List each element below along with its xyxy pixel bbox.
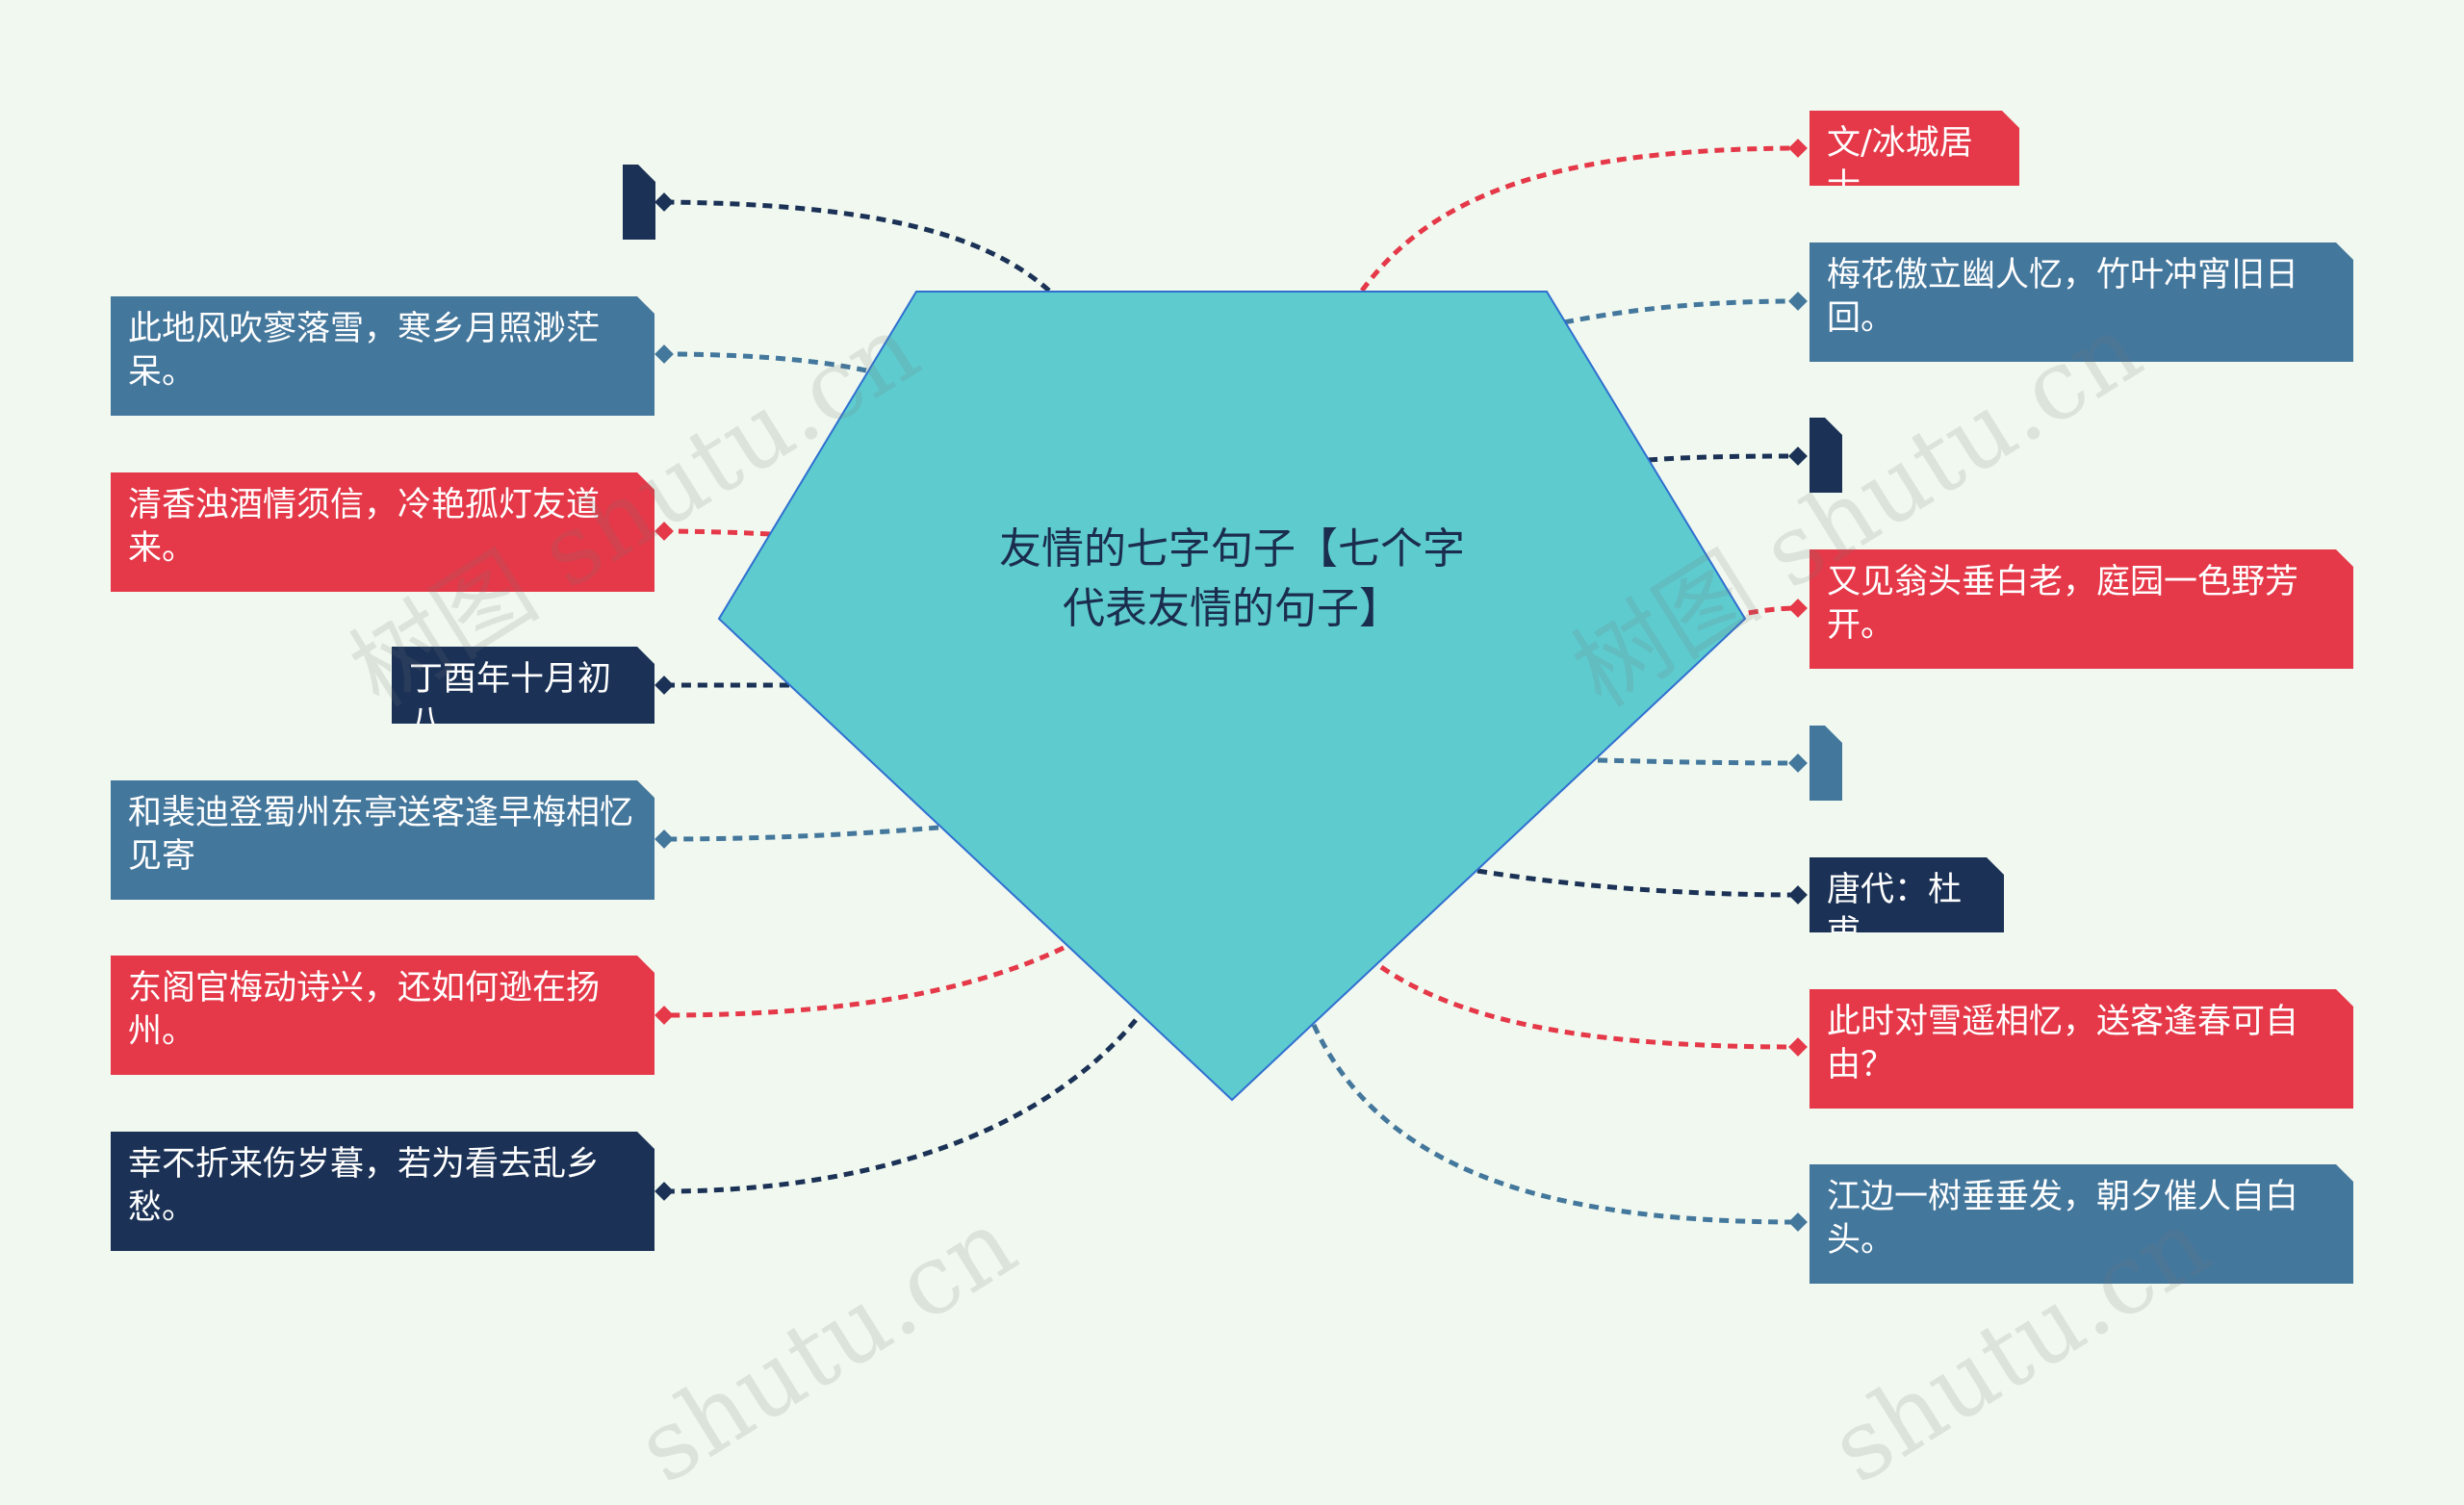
left-node-2[interactable]: 此地风吹寥落雪，寒乡月照渺茫呆。: [111, 296, 654, 416]
connector-right-2-dot: [1788, 292, 1808, 311]
connector-left-3: [663, 528, 771, 537]
connector-right-7-dot: [1788, 1037, 1808, 1057]
connector-left-1: [663, 199, 1051, 293]
right-node-3-empty[interactable]: [1810, 418, 1842, 493]
connector-left-6: [663, 945, 1065, 1018]
right-node-4[interactable]: 又见翁头垂白老，庭园一色野芳开。: [1810, 549, 2353, 669]
connector-left-7-dot: [654, 1182, 674, 1201]
connector-right-8: [1311, 1023, 1799, 1225]
right-node-5-empty[interactable]: [1810, 726, 1842, 801]
right-node-7[interactable]: 此时对雪遥相忆，送客逢春可自由？: [1810, 989, 2353, 1109]
right-node-2[interactable]: 梅花傲立幽人忆，竹叶冲宵旧日回。: [1810, 242, 2353, 362]
center-topic-title[interactable]: 友情的七字句子【七个字 代表友情的句子】: [934, 520, 1530, 639]
connector-right-1-dot: [1788, 139, 1808, 158]
connector-right-8-dot: [1788, 1212, 1808, 1232]
connector-right-7: [1379, 964, 1799, 1050]
connector-layer: [654, 139, 1808, 1232]
left-node-1-empty[interactable]: [623, 165, 655, 240]
connector-left-2: [663, 351, 867, 373]
left-node-6[interactable]: 东阁官梅动诗兴，还如何逊在扬州。: [111, 956, 654, 1075]
connector-left-7: [663, 1018, 1138, 1194]
center-title-line-1: 友情的七字句子【七个字: [999, 524, 1465, 574]
left-node-5[interactable]: 和裴迪登蜀州东亭送客逢早梅相忆见寄: [111, 780, 654, 900]
right-node-6[interactable]: 唐代：杜甫: [1810, 857, 2004, 932]
connector-right-1: [1359, 145, 1799, 293]
connector-left-5-dot: [654, 829, 674, 849]
connector-left-5: [663, 825, 939, 842]
connector-right-6-dot: [1788, 885, 1808, 905]
left-node-7[interactable]: 幸不折来伤岁暮，若为看去乱乡愁。: [111, 1132, 654, 1251]
left-node-4[interactable]: 丁酉年十月初八: [392, 647, 654, 724]
center-title-line-2: 代表友情的句子】: [1063, 584, 1401, 633]
left-node-3[interactable]: 清香浊酒情须信，冷艳孤灯友道来。: [111, 472, 654, 592]
connector-left-4-dot: [654, 676, 674, 695]
connector-right-3-dot: [1788, 446, 1808, 466]
center-pentagon-fill: [717, 291, 1747, 1102]
connector-right-3: [1647, 453, 1799, 463]
connector-left-3-dot: [654, 522, 674, 541]
connector-left-6-dot: [654, 1006, 674, 1025]
center-pentagon[interactable]: [0, 0, 2464, 1394]
right-node-1[interactable]: 文/冰城居士: [1810, 111, 2019, 186]
connector-right-5-dot: [1788, 753, 1808, 773]
connector-left-2-dot: [654, 344, 674, 364]
connector-right-2: [1563, 298, 1799, 325]
connector-right-6: [1476, 868, 1799, 898]
right-node-8[interactable]: 江边一树垂垂发，朝夕催人自白头。: [1810, 1164, 2353, 1284]
connector-right-4-dot: [1788, 599, 1808, 618]
